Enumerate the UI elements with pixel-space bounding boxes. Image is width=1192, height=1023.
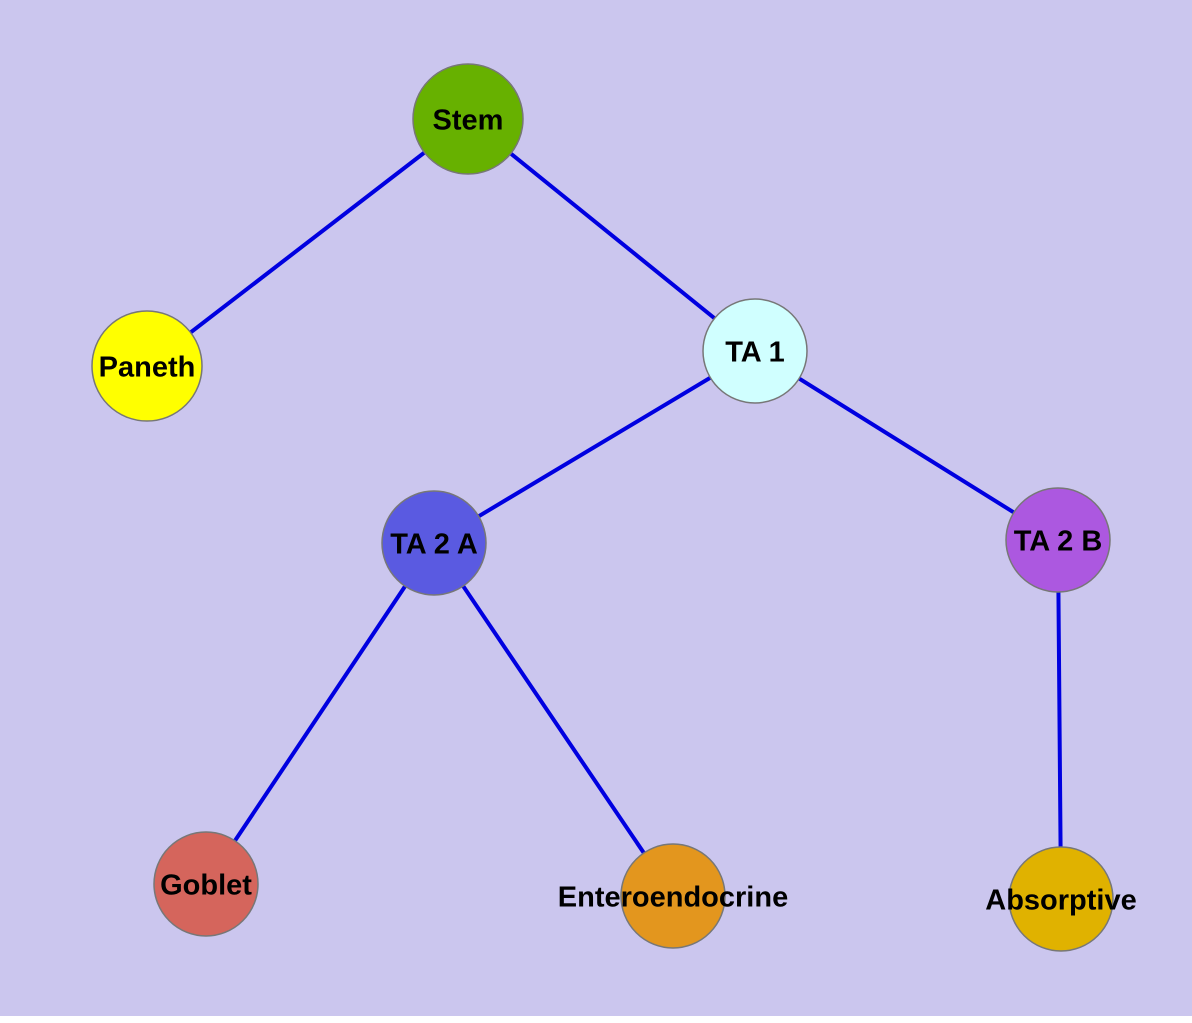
node-circle-ta2a <box>381 490 487 596</box>
node-label-absorptive: Absorptive <box>985 884 1136 916</box>
node-circle-stem <box>412 63 524 175</box>
node-circle-goblet <box>153 831 259 937</box>
node-label-ta2b: TA 2 B <box>1014 525 1103 557</box>
node-label-ta1: TA 1 <box>725 336 785 368</box>
node-label-goblet: Goblet <box>160 869 252 901</box>
node-ta2b: TA 2 B <box>1005 487 1111 593</box>
node-enteroendocrine: Enteroendocrine <box>558 843 788 949</box>
edge-ta2a-enteroendocrine <box>432 541 675 898</box>
node-circle-ta1 <box>702 298 808 404</box>
node-ta1: TA 1 <box>702 298 808 404</box>
edge-stem-paneth <box>145 117 470 368</box>
node-circle-paneth <box>91 310 203 422</box>
node-paneth: Paneth <box>91 310 203 422</box>
node-label-stem: Stem <box>433 104 504 136</box>
node-circle-enteroendocrine <box>620 843 726 949</box>
edges-layer <box>145 117 1063 901</box>
edge-ta1-ta2a <box>432 349 757 545</box>
node-stem: Stem <box>412 63 524 175</box>
node-circle-ta2b <box>1005 487 1111 593</box>
node-ta2a: TA 2 A <box>381 490 487 596</box>
node-absorptive: Absorptive <box>985 846 1137 952</box>
edge-ta2a-goblet <box>204 541 436 886</box>
edge-ta1-ta2b <box>753 349 1060 542</box>
node-label-ta2a: TA 2 A <box>390 528 478 560</box>
edge-stem-ta1 <box>466 117 757 353</box>
node-goblet: Goblet <box>153 831 259 937</box>
node-label-paneth: Paneth <box>99 351 196 383</box>
node-label-enteroendocrine: Enteroendocrine <box>558 881 788 913</box>
edge-ta2b-absorptive <box>1056 538 1063 901</box>
node-circle-absorptive <box>1008 846 1114 952</box>
